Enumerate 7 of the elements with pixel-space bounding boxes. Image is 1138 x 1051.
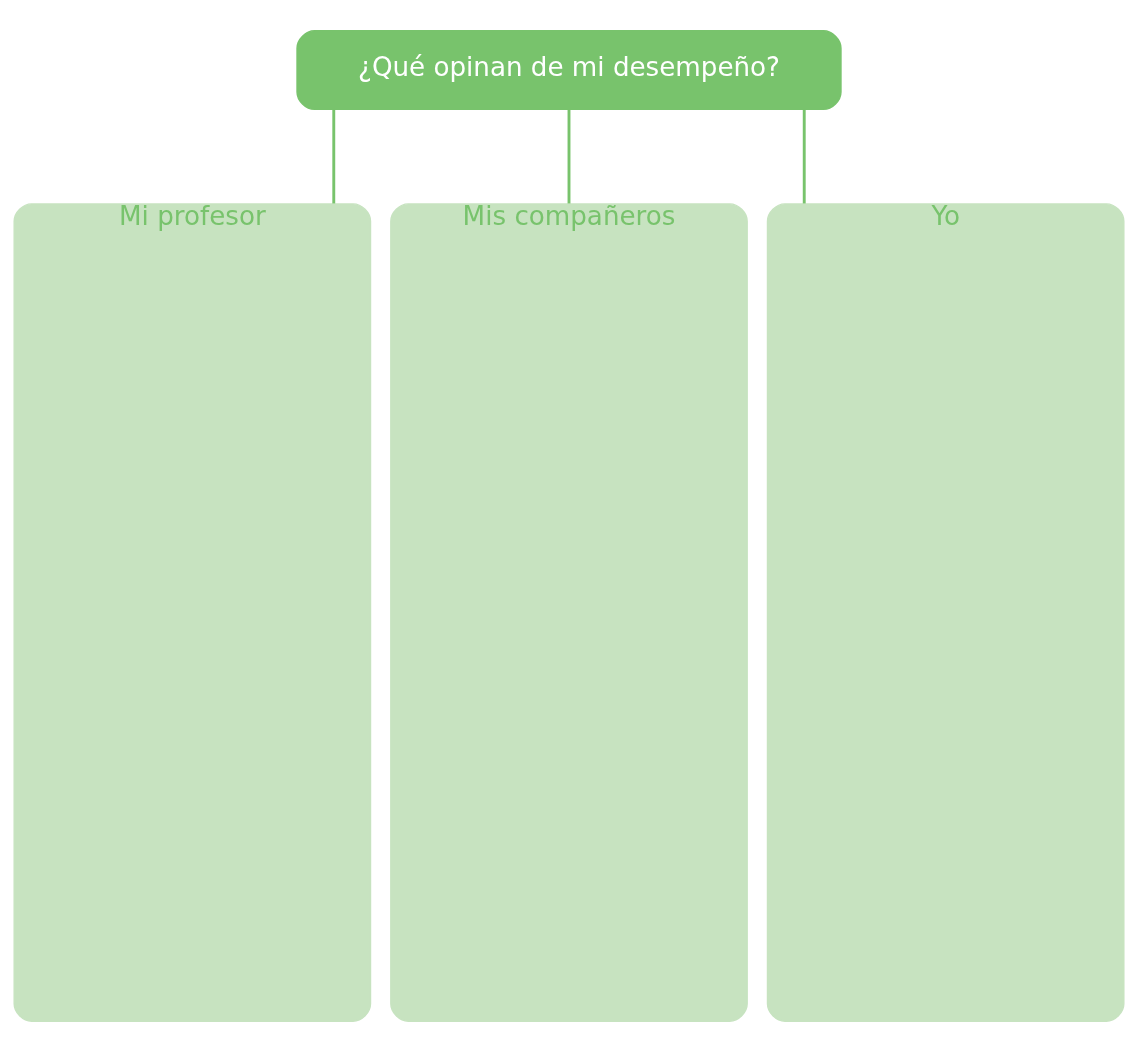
node-box: Mi profesor	[13, 202, 372, 1022]
connector	[802, 109, 806, 203]
connector	[567, 109, 571, 203]
node-box: ¿Qué opinan de mi desempeño?	[296, 29, 842, 110]
node-box: Yo	[766, 202, 1125, 1022]
connector	[332, 109, 336, 203]
node-box: Mis compañeros	[390, 202, 748, 1022]
